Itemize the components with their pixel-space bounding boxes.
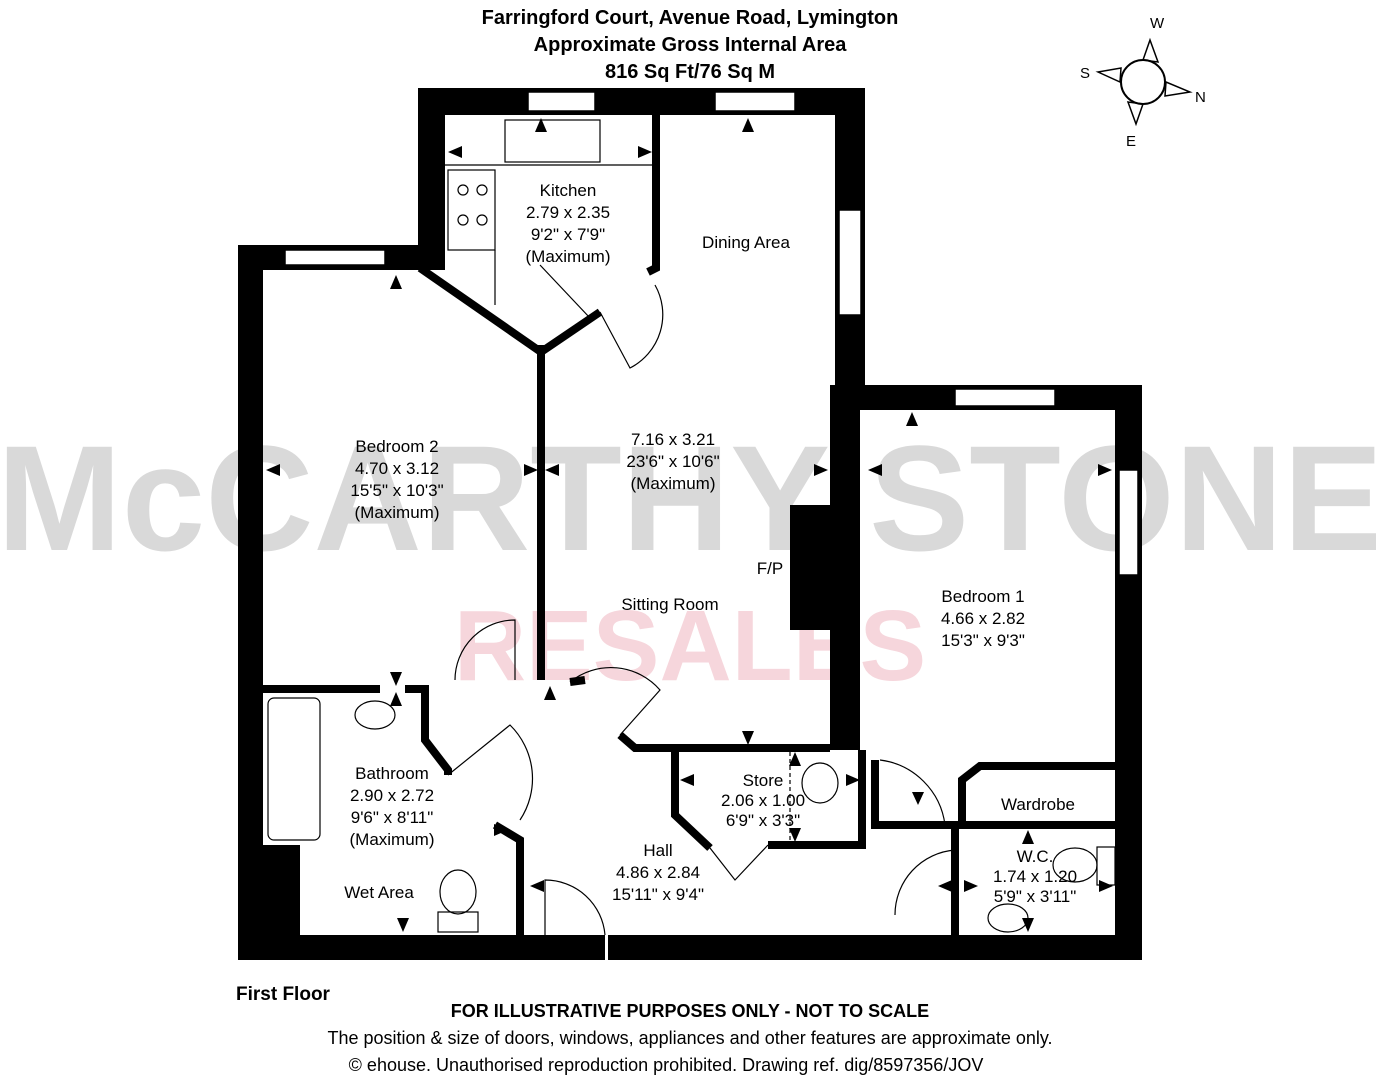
sink-icon — [504, 119, 601, 163]
watermark-brand: McCARTHY STONE — [0, 414, 1376, 582]
svg-text:5'9" x 3'11": 5'9" x 3'11" — [994, 887, 1077, 906]
basin-icon — [354, 700, 396, 730]
plan-area: 816 Sq Ft/76 Sq M — [605, 61, 775, 83]
svg-text:4.66 x 2.82: 4.66 x 2.82 — [941, 609, 1025, 628]
svg-text:Bedroom 1: Bedroom 1 — [941, 587, 1024, 606]
svg-text:1.74 x 1.20: 1.74 x 1.20 — [993, 867, 1077, 886]
svg-text:9'2" x 7'9": 9'2" x 7'9" — [531, 225, 605, 244]
svg-text:Sitting Room: Sitting Room — [621, 595, 718, 614]
svg-text:15'11" x 9'4": 15'11" x 9'4" — [612, 885, 704, 904]
svg-text:4.86 x 2.84: 4.86 x 2.84 — [616, 863, 700, 882]
svg-text:(Maximum): (Maximum) — [631, 474, 716, 493]
walls — [238, 88, 1142, 960]
svg-text:4.70 x 3.12: 4.70 x 3.12 — [355, 459, 439, 478]
svg-text:(Maximum): (Maximum) — [355, 503, 440, 522]
approx-note: The position & size of doors, windows, a… — [327, 1028, 1052, 1048]
svg-text:(Maximum): (Maximum) — [526, 247, 611, 266]
disclaimer: FOR ILLUSTRATIVE PURPOSES ONLY - NOT TO … — [451, 1001, 929, 1021]
toilet-icon — [439, 869, 477, 915]
svg-text:6'9" x 3'3": 6'9" x 3'3" — [726, 811, 800, 830]
plan-title: Farringford Court, Avenue Road, Lymingto… — [482, 7, 899, 29]
compass-s: S — [1080, 65, 1090, 82]
svg-text:Kitchen: Kitchen — [540, 181, 597, 200]
svg-text:Bathroom: Bathroom — [355, 764, 429, 783]
room-sitting: 7.16 x 3.21 23'6" x 10'6" (Maximum) F/P … — [621, 430, 783, 614]
svg-text:F/P: F/P — [757, 559, 783, 578]
svg-text:Hall: Hall — [643, 841, 672, 860]
svg-text:Bedroom 2: Bedroom 2 — [355, 437, 438, 456]
room-wc: W.C. 1.74 x 1.20 5'9" x 3'11" — [993, 847, 1077, 906]
compass-e: E — [1126, 133, 1136, 150]
svg-text:9'6" x 8'11": 9'6" x 8'11" — [351, 808, 434, 827]
room-bathroom: Bathroom 2.90 x 2.72 9'6" x 8'11" (Maxim… — [344, 764, 434, 902]
plan-subtitle: Approximate Gross Internal Area — [534, 34, 848, 56]
svg-text:W.C.: W.C. — [1017, 847, 1054, 866]
svg-text:15'3" x 9'3": 15'3" x 9'3" — [941, 631, 1025, 650]
svg-text:(Maximum): (Maximum) — [350, 830, 435, 849]
svg-text:2.90 x 2.72: 2.90 x 2.72 — [350, 786, 434, 805]
copyright: © ehouse. Unauthorised reproduction proh… — [349, 1055, 984, 1075]
floor-label: First Floor — [236, 984, 331, 1005]
room-hall: Hall 4.86 x 2.84 15'11" x 9'4" — [612, 841, 704, 904]
svg-text:2.06 x 1.00: 2.06 x 1.00 — [721, 791, 805, 810]
compass-n: N — [1195, 89, 1206, 106]
svg-text:Wet Area: Wet Area — [344, 883, 414, 902]
fixtures — [267, 119, 1116, 933]
svg-text:23'6" x 10'6": 23'6" x 10'6" — [626, 452, 719, 471]
svg-text:2.79 x 2.35: 2.79 x 2.35 — [526, 203, 610, 222]
room-kitchen: Kitchen 2.79 x 2.35 9'2" x 7'9" (Maximum… — [526, 181, 611, 266]
room-wardrobe: Wardrobe — [1001, 795, 1075, 814]
svg-text:7.16 x 3.21: 7.16 x 3.21 — [631, 430, 715, 449]
svg-text:15'5" x 10'3": 15'5" x 10'3" — [350, 481, 443, 500]
compass-icon: W S N E — [1080, 15, 1206, 150]
room-store: Store 2.06 x 1.00 6'9" x 3'3" — [721, 771, 805, 830]
hob-icon — [447, 169, 496, 251]
windows — [284, 91, 1139, 576]
compass-w: W — [1150, 15, 1165, 32]
room-dining: Dining Area — [702, 233, 790, 252]
room-bedroom2: Bedroom 2 4.70 x 3.12 15'5" x 10'3" (Max… — [350, 437, 443, 522]
bath-icon — [267, 697, 321, 841]
room-bedroom1: Bedroom 1 4.66 x 2.82 15'3" x 9'3" — [941, 587, 1025, 650]
dimension-arrows — [266, 118, 1113, 932]
svg-text:Store: Store — [743, 771, 784, 790]
